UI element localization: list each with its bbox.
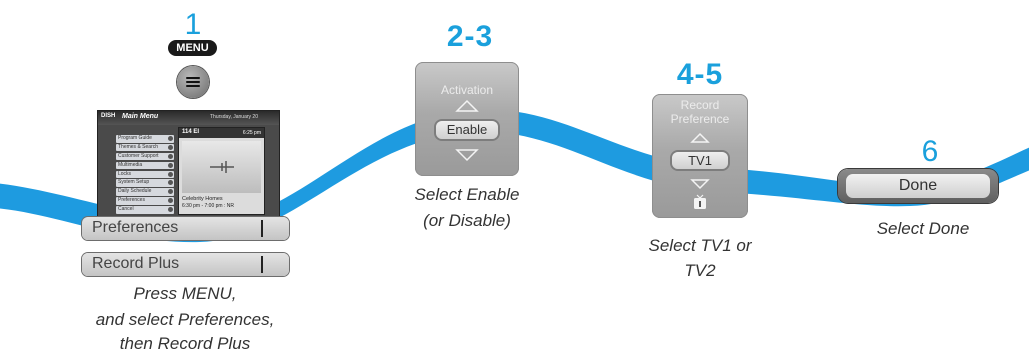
tv-menu-item: Daily Schedule xyxy=(116,188,174,196)
step-6-number: 6 xyxy=(921,135,939,168)
step-2-3-caption-line-1: Select Enable xyxy=(414,185,520,204)
step-2-3-number: 2-3 xyxy=(446,20,494,53)
enable-option[interactable]: Enable xyxy=(436,121,498,139)
menu-button-label: MENU xyxy=(176,42,209,54)
tv-header-bar: DISH Main Menu Thursday, January 20 xyxy=(98,111,279,125)
step-6-caption: Select Done xyxy=(876,219,970,238)
tv-time: 6:25 pm xyxy=(242,130,261,136)
step-4-5-caption-line-2: TV2 xyxy=(684,261,716,280)
tv-menu-list: Program Guide Themes & Search Customer S… xyxy=(116,135,174,215)
down-arrow-icon[interactable] xyxy=(455,148,479,162)
activation-title: Activation xyxy=(440,83,494,97)
tv-menu-item: Multimedia xyxy=(116,161,174,170)
record-preference-panel: Record Preference TV1 xyxy=(652,94,748,218)
tv-date: Thursday, January 20 xyxy=(210,114,258,120)
up-arrow-icon[interactable] xyxy=(690,132,710,144)
tv-screen: DISH Main Menu Thursday, January 20 Prog… xyxy=(97,110,280,218)
tv-menu-item: Preferences xyxy=(116,197,174,205)
tv-icon xyxy=(694,194,706,209)
preferences-menu-row[interactable]: Preferences xyxy=(82,217,289,240)
tv-preview-panel: 114 EI 6:25 pm Celebrity Homes 6:30 pm -… xyxy=(178,127,265,215)
record-plus-label: Record Plus xyxy=(92,255,180,272)
tv-show-title: Celebrity Homes xyxy=(182,196,223,202)
step-1-caption-line-2: and select Preferences, xyxy=(95,310,275,329)
tv-menu-item: System Setup xyxy=(116,179,174,187)
preferences-label: Preferences xyxy=(92,219,179,236)
step-4-5-caption-line-1: Select TV1 or xyxy=(648,236,752,255)
tv-preview-image xyxy=(182,141,261,193)
record-preference-title-line-2: Preference xyxy=(670,112,730,126)
step-1-caption-line-3: then Record Plus xyxy=(119,334,251,353)
done-label: Done xyxy=(898,177,938,194)
tv-menu-title: Main Menu xyxy=(122,113,159,120)
record-plus-menu-row[interactable]: Record Plus xyxy=(82,253,289,276)
tv-menu-item: Customer Support xyxy=(116,152,174,161)
done-button-inner: Done xyxy=(846,174,990,198)
activation-panel: Activation Enable xyxy=(415,62,519,176)
menu-remote-button[interactable]: MENU xyxy=(168,40,217,56)
tv1-option[interactable]: TV1 xyxy=(672,152,728,169)
tv-menu-item: Themes & Search xyxy=(116,143,174,152)
enable-label: Enable xyxy=(446,122,488,137)
dish-logo: DISH xyxy=(101,113,116,119)
tv-channel: 114 EI xyxy=(182,129,200,135)
up-arrow-icon[interactable] xyxy=(455,99,479,113)
step-2-3-caption-line-2: (or Disable) xyxy=(423,211,511,230)
tv-menu-item: Locks xyxy=(116,170,174,179)
row-marker xyxy=(261,256,263,273)
menu-icon[interactable] xyxy=(177,66,209,98)
step-1-caption-line-1: Press MENU, xyxy=(133,284,237,303)
record-preference-title-line-1: Record xyxy=(680,98,720,112)
row-marker xyxy=(261,220,263,237)
tv-menu-item: Cancel xyxy=(116,206,174,214)
tv1-label: TV1 xyxy=(688,153,712,168)
step-4-5-number: 4-5 xyxy=(676,58,724,91)
done-button[interactable]: Done xyxy=(838,169,998,203)
tv-show-time: 6:30 pm - 7:00 pm : NR xyxy=(182,203,234,209)
down-arrow-icon[interactable] xyxy=(690,178,710,190)
tv-menu-item: Program Guide xyxy=(116,135,174,143)
step-1-number: 1 xyxy=(184,8,202,41)
